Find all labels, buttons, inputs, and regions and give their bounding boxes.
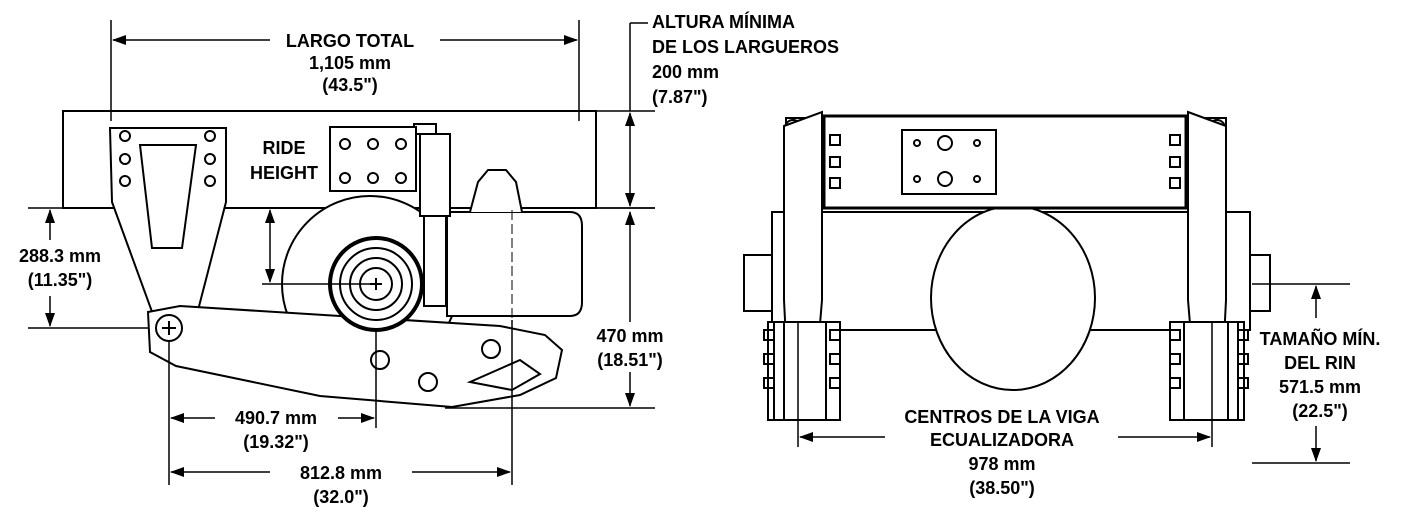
pivot-to-airspring-imperial: (32.0") (313, 487, 369, 507)
min-wheel-metric: 571.5 mm (1279, 377, 1361, 397)
shock-absorber (413, 123, 451, 307)
overall-length-label: LARGO TOTAL (286, 31, 414, 51)
trailing-beam (146, 304, 564, 409)
min-wheel-line2: DEL RIN (1284, 353, 1356, 373)
front-view (743, 110, 1271, 421)
cross-member-bolts (829, 134, 1181, 189)
beam-centers-line1: CENTROS DE LA VIGA (904, 407, 1099, 427)
pivot-to-airspring-metric: 812.8 mm (300, 463, 382, 483)
pivot-to-axle-metric: 490.7 mm (235, 408, 317, 428)
overall-length-metric: 1,105 mm (309, 53, 391, 73)
differential-housing (930, 205, 1096, 391)
min-frame-height-metric: 200 mm (652, 62, 719, 82)
side-dimension-lines (28, 20, 655, 485)
min-wheel-line1: TAMAÑO MÍN. (1260, 328, 1381, 349)
axle-seat-plate (329, 126, 417, 192)
ride-height-line1: RIDE (262, 138, 305, 158)
beam-centers-metric: 978 mm (968, 454, 1035, 474)
left-beam-end (763, 321, 841, 421)
hanger-height-metric: 288.3 mm (19, 246, 101, 266)
side-labels: LARGO TOTAL 1,105 mm (43.5") ALTURA MÍNI… (19, 11, 839, 507)
side-view (62, 110, 597, 409)
beam-centers-imperial: (38.50") (969, 478, 1035, 498)
pivot-bolt (155, 314, 183, 342)
center-bolt-plate (901, 129, 997, 195)
hanger-height-imperial: (11.35") (28, 270, 93, 290)
min-frame-height-line2: DE LOS LARGUEROS (652, 37, 839, 57)
front-dimension-lines (797, 283, 1350, 464)
total-height-metric: 470 mm (596, 326, 663, 346)
overall-length-imperial: (43.5") (322, 75, 378, 95)
center-plate (822, 114, 1188, 210)
air-spring (446, 169, 583, 320)
min-wheel-imperial: (22.5") (1292, 401, 1348, 421)
min-frame-height-imperial: (7.87") (652, 87, 708, 107)
beam-centers-line2: ECUALIZADORA (930, 430, 1074, 450)
total-height-imperial: (18.51") (597, 350, 663, 370)
front-labels: CENTROS DE LA VIGA ECUALIZADORA 978 mm (… (904, 328, 1380, 498)
hanger-bracket (108, 127, 227, 322)
right-beam-end (1169, 321, 1249, 421)
min-frame-height-line1: ALTURA MÍNIMA (652, 11, 795, 32)
pivot-to-axle-imperial: (19.32") (243, 432, 309, 452)
ride-height-line2: HEIGHT (250, 163, 318, 183)
